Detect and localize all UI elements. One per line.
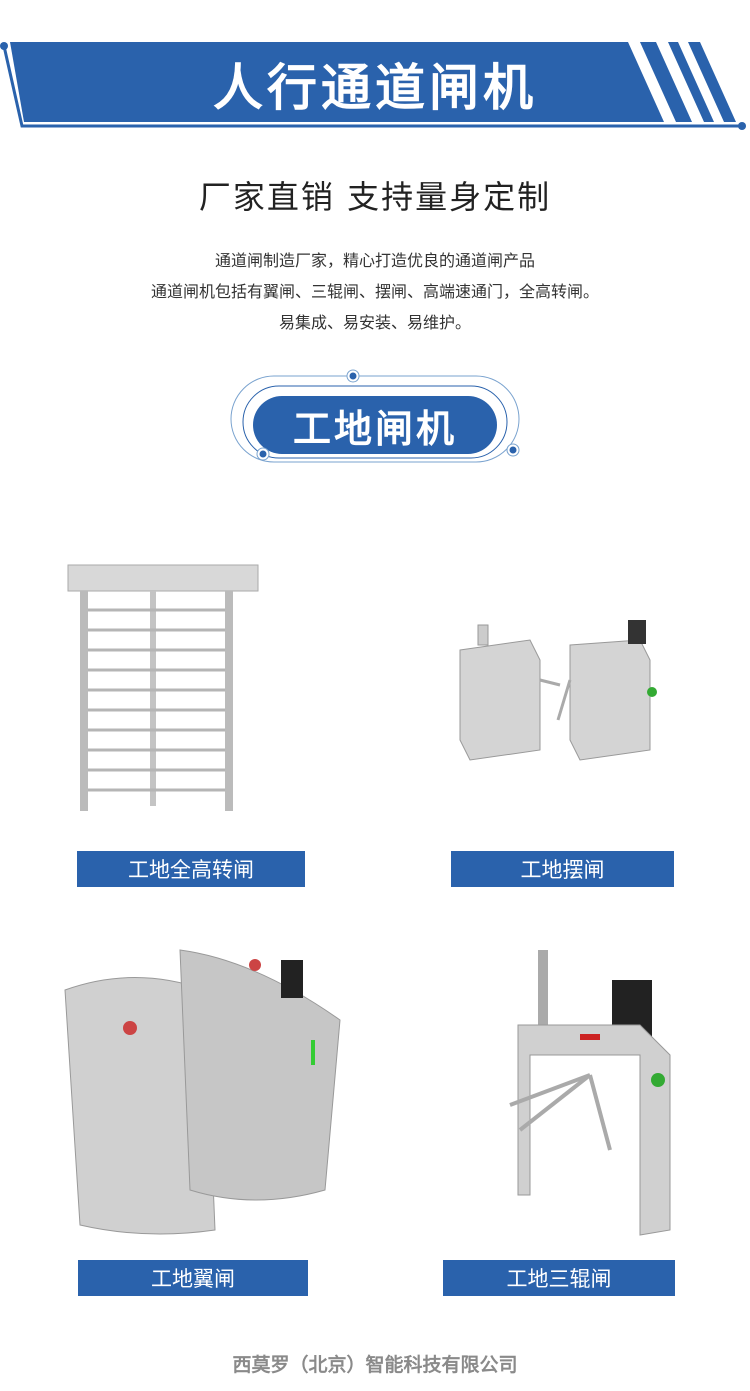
company-watermark: 西莫罗（北京）智能科技有限公司 bbox=[232, 1354, 518, 1376]
description-line: 通道闸机包括有翼闸、三辊闸、摆闸、高端速通门，全高转闸。 bbox=[150, 282, 599, 301]
title-banner bbox=[0, 42, 746, 130]
product-label-flap-barrier[interactable]: 工地翼闸 bbox=[78, 1260, 308, 1296]
description-line: 通道闸制造厂家，精心打造优良的通道闸产品 bbox=[214, 251, 535, 270]
product-label-full-height-turnstile[interactable]: 工地全高转闸 bbox=[77, 851, 305, 887]
flap-barrier-image bbox=[55, 940, 355, 1250]
tripod-turnstile-image bbox=[500, 940, 700, 1240]
swing-gate-image bbox=[440, 610, 690, 770]
section-title: 工地闸机 bbox=[292, 407, 457, 451]
description-line: 易集成、易安装、易维护。 bbox=[278, 313, 471, 332]
product-label-swing-gate[interactable]: 工地摆闸 bbox=[451, 851, 674, 887]
page-title: 人行通道闸机 bbox=[213, 59, 537, 117]
full-height-turnstile-image bbox=[40, 550, 280, 820]
product-label-tripod-turnstile[interactable]: 工地三辊闸 bbox=[443, 1260, 675, 1296]
section-badge bbox=[230, 369, 520, 463]
subtitle: 厂家直销 支持量身定制 bbox=[198, 178, 552, 216]
